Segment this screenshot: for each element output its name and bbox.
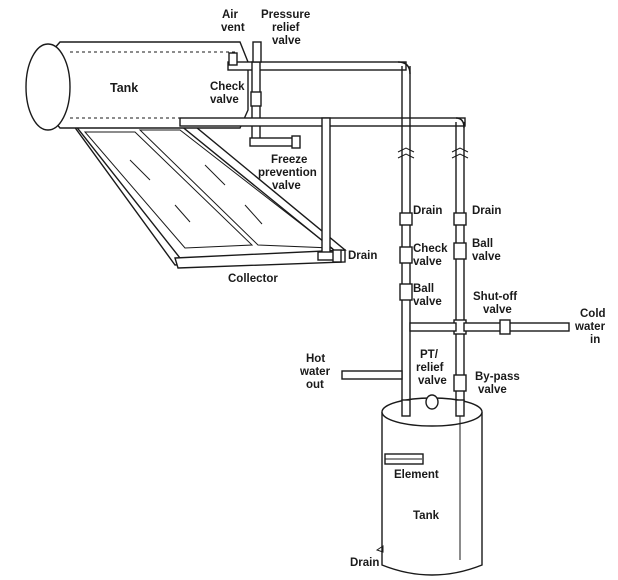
label-collector: Collector: [228, 273, 278, 285]
label-cold-1: Cold: [580, 308, 606, 320]
storage-tank-bottom: [375, 394, 483, 576]
pipe-freeze-branch: [249, 137, 299, 147]
ball-valve-left[interactable]: [399, 283, 413, 301]
label-check-valve-top-2: valve: [210, 94, 239, 106]
label-check-valve-mid-1: Check: [413, 243, 448, 255]
label-air-vent-1: Air: [222, 9, 239, 21]
break-mark-right: [451, 147, 469, 153]
glass-glare-4: [244, 204, 263, 225]
pressure-relief-valve[interactable]: [252, 41, 262, 63]
pipe-collector-return: [321, 117, 331, 259]
collector-base: [174, 249, 346, 269]
drain-valve-bottom[interactable]: [375, 545, 384, 553]
pipe-top-horizontal: [227, 61, 407, 71]
riser-right-elbow: [455, 117, 465, 129]
label-drain-right: Drain: [472, 205, 501, 217]
label-pt-2: relief: [416, 362, 444, 374]
label-element: Element: [394, 469, 439, 481]
drain-valve-collector[interactable]: [332, 249, 342, 263]
collector-glass-left: [83, 131, 254, 249]
label-drain-collector: Drain: [348, 250, 377, 262]
pipe-hot-out: [341, 370, 403, 380]
label-hot-1: Hot: [306, 353, 325, 365]
shutoff-valve-body[interactable]: [499, 319, 511, 335]
label-pt-3: valve: [418, 375, 447, 387]
cold-dip-pipe: [455, 399, 465, 417]
drain-valve-left[interactable]: [399, 212, 413, 226]
storage-tank-top: [25, 41, 249, 131]
riser-piping: [341, 61, 570, 420]
hot-dip-pipe: [401, 399, 411, 417]
pt-relief-valve[interactable]: [425, 394, 439, 410]
label-cold-3: in: [590, 334, 600, 346]
label-air-vent-2: vent: [221, 22, 245, 34]
collector-glass-right: [138, 129, 334, 249]
label-freeze-2: prevention: [258, 167, 317, 179]
glass-glare-1: [129, 159, 151, 181]
label-cold-2: water: [574, 321, 606, 333]
label-check-valve-mid-2: valve: [413, 256, 442, 268]
air-vent[interactable]: [228, 52, 238, 66]
ball-valve-right[interactable]: [453, 242, 467, 260]
label-shutoff-1: Shut-off: [473, 291, 517, 303]
label-shutoff-2: valve: [483, 304, 512, 316]
label-ball-valve-left-1: Ball: [413, 283, 434, 295]
label-bypass-2: valve: [478, 384, 507, 396]
break-mark-left: [397, 147, 415, 153]
label-check-valve-top-1: Check: [210, 81, 245, 93]
label-hot-3: out: [306, 379, 324, 391]
label-pt-1: PT/: [420, 349, 439, 361]
label-tank-top: Tank: [110, 81, 138, 95]
pipe-cold-in: [463, 322, 570, 332]
label-ball-valve-right-1: Ball: [472, 238, 493, 250]
pipe-bypass: [409, 322, 457, 332]
label-drain-bottom: Drain: [350, 557, 379, 569]
riser-left-elbow: [397, 61, 411, 75]
label-bypass-1: By-pass: [475, 371, 520, 383]
label-tank-bottom: Tank: [413, 510, 440, 522]
top-tank-end: [25, 43, 71, 131]
check-valve-top[interactable]: [250, 91, 262, 107]
glass-glare-2: [174, 204, 191, 223]
glass-glare-3: [204, 164, 226, 186]
freeze-prevention-valve[interactable]: [291, 135, 301, 149]
top-piping: [179, 41, 466, 263]
label-ball-valve-right-2: valve: [472, 251, 501, 263]
drain-valve-right[interactable]: [453, 212, 467, 226]
label-pressure-relief-3: valve: [272, 35, 301, 47]
break-mark-right-2: [451, 153, 469, 159]
label-pressure-relief-2: relief: [272, 22, 300, 34]
label-freeze-3: valve: [272, 180, 301, 192]
label-ball-valve-left-2: valve: [413, 296, 442, 308]
label-freeze-1: Freeze: [271, 154, 307, 166]
labels: Tank Check valve Air vent Pressure relie…: [110, 9, 606, 569]
label-hot-2: water: [299, 366, 331, 378]
solar-collector: [66, 117, 347, 269]
label-pressure-relief-1: Pressure: [261, 9, 310, 21]
break-mark-left-2: [397, 153, 415, 159]
bottom-tank-body: [381, 412, 483, 576]
check-valve-mid[interactable]: [399, 246, 413, 264]
bypass-valve[interactable]: [453, 374, 467, 392]
label-drain-left: Drain: [413, 205, 442, 217]
